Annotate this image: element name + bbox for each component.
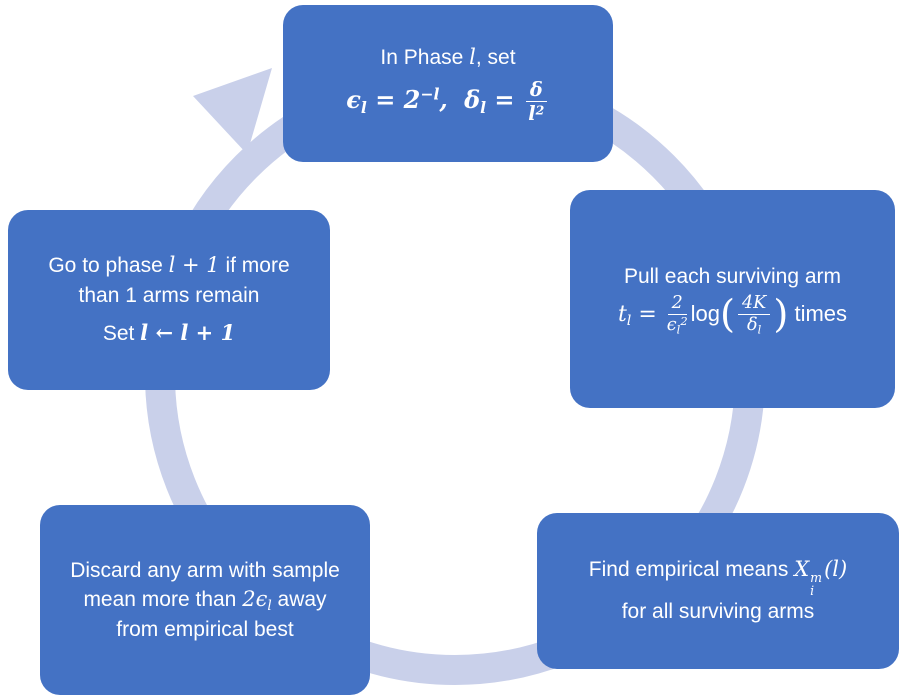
denominator-sub: l <box>757 322 762 337</box>
cycle-box-advance-phase: Go to phase l + 1 if more than 1 arms re… <box>8 210 330 390</box>
math-equals-two: = 2 <box>366 84 421 114</box>
pull-arms-text: Pull each surviving arm <box>623 265 842 289</box>
math-epsilon-sub: l <box>360 97 367 117</box>
math-l-update: l ← l + 1 <box>140 320 236 346</box>
denominator-base: δ <box>747 315 758 336</box>
right-paren: ) <box>773 291 789 337</box>
denominator-exponent: 2 <box>680 314 688 329</box>
text-fragment: In Phase <box>380 46 470 70</box>
denominator-sub: l <box>676 322 681 337</box>
denominator-base: ϵ <box>666 315 677 336</box>
math-equals: = <box>486 84 523 114</box>
text-fragment: if more than 1 arms remain <box>78 254 290 307</box>
math-arg-l: l <box>832 557 840 582</box>
subscript-i: i <box>810 582 815 598</box>
advance-phase-set-text: Set l ← l + 1 <box>103 318 235 348</box>
math-epsilon: ϵ <box>346 84 361 114</box>
fraction-numerator: 4K <box>737 293 771 316</box>
math-t: t <box>617 301 627 327</box>
denominator-exponent: 2 <box>535 102 545 118</box>
fraction-denominator: l2 <box>528 102 544 124</box>
fraction-denominator: δl <box>747 315 762 337</box>
math-l-plus-1: l + 1 <box>168 253 220 278</box>
math-l: l <box>469 45 476 70</box>
math-delta: δ <box>464 84 481 114</box>
text-times: times <box>788 300 848 326</box>
math-delta-sub: l <box>480 97 487 117</box>
phase-setup-text: In Phase l, set <box>380 43 515 72</box>
math-2eps-sub: l <box>267 598 272 615</box>
left-paren: ( <box>824 557 833 582</box>
math-equals: = <box>631 301 664 327</box>
left-paren: ( <box>719 291 735 337</box>
text-fragment: Discard any arm with sample mean more th… <box>70 558 340 612</box>
empirical-means-text-2: for all surviving arms <box>621 600 815 624</box>
discard-arms-text: Discard any arm with sample mean more th… <box>68 556 342 644</box>
fraction-numerator: 2 <box>667 293 687 316</box>
text-fragment: , set <box>475 46 516 70</box>
fraction-numerator: δ <box>525 78 547 102</box>
text-fragment: Find empirical means <box>588 558 795 582</box>
superscript-m: m <box>810 570 823 586</box>
math-X: X <box>794 557 810 582</box>
cycle-arrowhead-icon <box>193 68 272 154</box>
right-paren: ) <box>839 557 848 582</box>
denominator-base: l <box>528 101 536 125</box>
cycle-box-discard-arms: Discard any arm with sample mean more th… <box>40 505 370 695</box>
text-fragment: away from empirical best <box>116 588 327 641</box>
math-exponent: −l <box>420 84 440 104</box>
math-log: log <box>690 300 720 326</box>
advance-phase-text: Go to phase l + 1 if more than 1 arms re… <box>26 251 312 310</box>
text-fragment: Go to phase <box>48 254 169 278</box>
math-t-sub: l <box>626 312 632 329</box>
text-set: Set <box>102 322 141 346</box>
math-2eps: 2ϵ <box>242 587 268 612</box>
fraction-denominator: ϵl2 <box>667 315 688 335</box>
math-comma: , <box>439 84 457 114</box>
